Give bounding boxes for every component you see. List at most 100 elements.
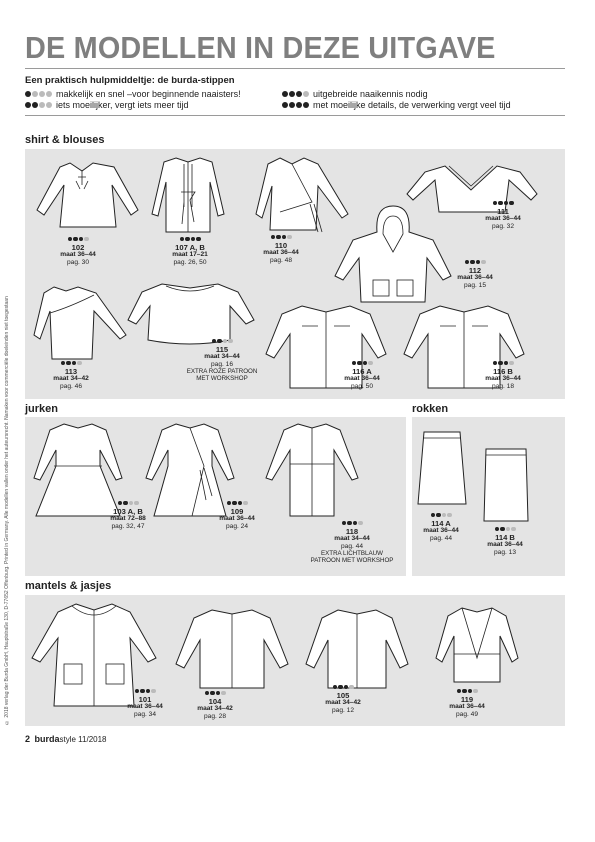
model-number: 103 A, B [113, 506, 143, 516]
difficulty-dots-icon [25, 91, 52, 97]
dot-empty [46, 91, 52, 97]
dot-filled [464, 259, 469, 264]
dot-filled [347, 520, 352, 525]
dot-filled [498, 200, 503, 205]
dot-filled [494, 526, 499, 531]
model-size: maat 34–44 [334, 535, 370, 543]
dot-empty [39, 91, 45, 97]
dot-filled [71, 360, 76, 365]
blouse-110-drawing [255, 157, 349, 233]
model-page: pag. 44 [430, 534, 452, 542]
difficulty-dots-icon [494, 526, 516, 531]
difficulty-dots-icon [351, 360, 373, 365]
dot-empty [221, 690, 226, 695]
skirt-114b-drawing [483, 448, 529, 522]
dot-filled [196, 236, 201, 241]
difficulty-dots-icon [60, 360, 82, 365]
model-number: 102 [71, 242, 85, 252]
model-label-114b: 114 B maat 36–44 pag. 13 [480, 526, 530, 556]
dot-filled [470, 259, 475, 264]
model-label-110: 110 maat 36–44 pag. 48 [256, 234, 306, 264]
model-page: pag. 44 [341, 542, 363, 550]
dot-empty [134, 500, 139, 505]
model-number: 109 [230, 506, 244, 516]
jacket-119-drawing [435, 607, 519, 683]
dot-empty [349, 684, 354, 689]
legend-item-text: met moeilijke details, de verwerking ver… [313, 100, 511, 110]
model-number: 116 B [493, 366, 513, 376]
model-label-115: 115 maat 34–44 pag. 16 EXTRA ROZE PATROO… [172, 338, 272, 382]
model-extra-note: MET WORKSHOP [196, 375, 248, 383]
dot-filled [226, 500, 231, 505]
section-title-jurken: jurken [25, 403, 59, 415]
dot-filled [217, 338, 222, 343]
dot-filled [179, 236, 184, 241]
model-label-116b: 116 B maat 36–44 pag. 18 [478, 360, 528, 390]
dot-filled [503, 200, 508, 205]
difficulty-dots-icon [282, 91, 309, 97]
model-page: pag. 32 [492, 222, 514, 230]
dot-empty [509, 360, 514, 365]
coat-101-drawing [31, 603, 157, 707]
hoodie-112-drawing [334, 205, 452, 303]
model-label-116a: 116 A maat 36–44 pag. 50 [337, 360, 387, 390]
dot-filled [467, 688, 472, 693]
model-size: maat 36–44 [423, 527, 459, 535]
dot-filled [352, 520, 357, 525]
model-label-113: 113 maat 34–42 pag. 46 [46, 360, 96, 390]
model-page: pag. 32, 47 [111, 522, 145, 530]
model-label-112: 112 maat 36–44 pag. 15 [450, 259, 500, 289]
dot-filled [351, 360, 356, 365]
difficulty-dots-icon [117, 500, 139, 505]
model-label-118: 118 maat 34–44 pag. 44 EXTRA LICHTBLAUW … [300, 520, 404, 564]
issue-number: 11/2018 [78, 735, 107, 744]
legend-heading: Een praktisch hulpmiddeltje: de burda-st… [25, 75, 235, 86]
model-size: maat 36–44 [449, 703, 485, 711]
dot-filled [117, 500, 122, 505]
model-number: 115 [215, 344, 229, 354]
model-page: pag. 49 [456, 710, 478, 718]
model-number: 114 B [495, 532, 515, 542]
dot-filled [25, 102, 31, 108]
difficulty-dots-icon [332, 684, 354, 689]
dot-filled [237, 500, 242, 505]
model-label-107: 107 A, B maat 17–21 pag. 26, 50 [165, 236, 215, 266]
dot-empty [128, 500, 133, 505]
model-label-104: 104 maat 34–42 pag. 28 [190, 690, 240, 720]
dot-filled [78, 236, 83, 241]
section-title-shirts: shirt & blouses [25, 134, 105, 146]
dot-filled [503, 360, 508, 365]
model-size: maat 36–44 [344, 375, 380, 383]
dot-empty [358, 520, 363, 525]
dot-filled [232, 500, 237, 505]
legend-item-4: met moeilijke details, de verwerking ver… [282, 100, 511, 110]
legend-item-text: uitgebreide naaikennis nodig [313, 89, 428, 99]
model-label-119: 119 maat 36–44 pag. 49 [442, 688, 492, 718]
model-label-109: 109 maat 36–44 pag. 24 [212, 500, 262, 530]
dot-empty [151, 688, 156, 693]
dot-filled [145, 688, 150, 693]
model-size: maat 36–44 [487, 541, 523, 549]
model-number: 111 [497, 206, 509, 216]
difficulty-dots-icon [179, 236, 201, 241]
model-label-103: 103 A, B maat 72–88 pag. 32, 47 [102, 500, 154, 530]
dot-filled [66, 360, 71, 365]
model-page: pag. 24 [226, 522, 248, 530]
dot-filled [32, 102, 38, 108]
dot-empty [511, 526, 516, 531]
model-size: maat 36–44 [127, 703, 163, 711]
dot-filled [134, 688, 139, 693]
model-page: pag. 50 [351, 382, 373, 390]
dot-empty [481, 259, 486, 264]
title-rule [25, 68, 565, 69]
dot-empty [473, 688, 478, 693]
model-number: 101 [138, 694, 152, 704]
dot-filled [282, 102, 288, 108]
blouse-102-drawing [36, 162, 139, 228]
model-size: maat 34–42 [325, 699, 361, 707]
dot-filled [509, 200, 514, 205]
dot-filled [498, 360, 503, 365]
dot-filled [289, 102, 295, 108]
jacket-104-drawing [175, 609, 289, 689]
top-115-drawing [127, 283, 255, 345]
